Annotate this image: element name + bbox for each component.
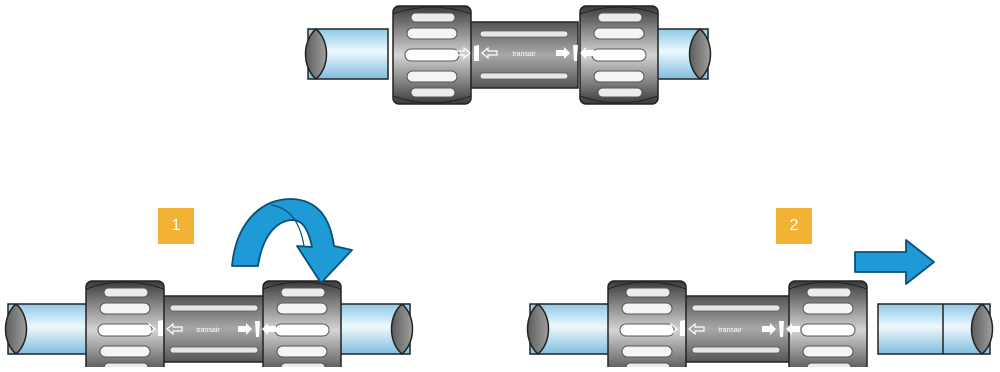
brand-label: transair [196, 327, 220, 334]
step-2-badge: 2 [776, 208, 812, 244]
direction-markings [454, 45, 594, 61]
straight-right-arrow-icon [854, 239, 935, 285]
brand-label: transair [718, 327, 742, 334]
brand-label: transair [512, 51, 536, 58]
coupling-assembled: transair [304, 5, 712, 105]
pipe-left [4, 303, 89, 355]
curved-rotate-arrow-icon [231, 198, 353, 284]
pipe-pulled-out [877, 303, 994, 355]
coupling-step-1: transair [4, 198, 414, 372]
direction-markings [661, 320, 800, 337]
pipe-right [329, 303, 414, 355]
nut-left [85, 280, 165, 372]
direction-markings [139, 320, 276, 337]
coupling-step-2: transair [526, 239, 994, 372]
pipe-left [526, 303, 611, 355]
nut-right [262, 280, 342, 372]
nut-left [607, 280, 687, 372]
step-1-badge: 1 [158, 208, 194, 244]
pipe-left [304, 28, 389, 80]
nut-right [788, 280, 868, 372]
